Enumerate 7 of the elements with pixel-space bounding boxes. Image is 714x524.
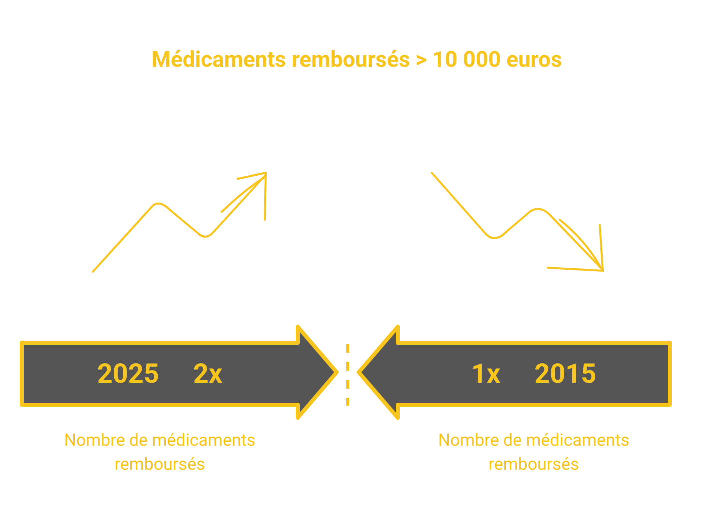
title: Médicaments remboursés > 10 000 euros bbox=[150, 48, 564, 73]
value-label: 2015 bbox=[534, 358, 597, 390]
value-label: 1x bbox=[471, 358, 501, 390]
value-label: 2025 bbox=[97, 358, 160, 390]
caption-text: Nombre de médicaments remboursés bbox=[437, 430, 631, 477]
value-label: 2x bbox=[193, 358, 223, 390]
caption-text: Nombre de médicaments remboursés bbox=[63, 430, 257, 477]
